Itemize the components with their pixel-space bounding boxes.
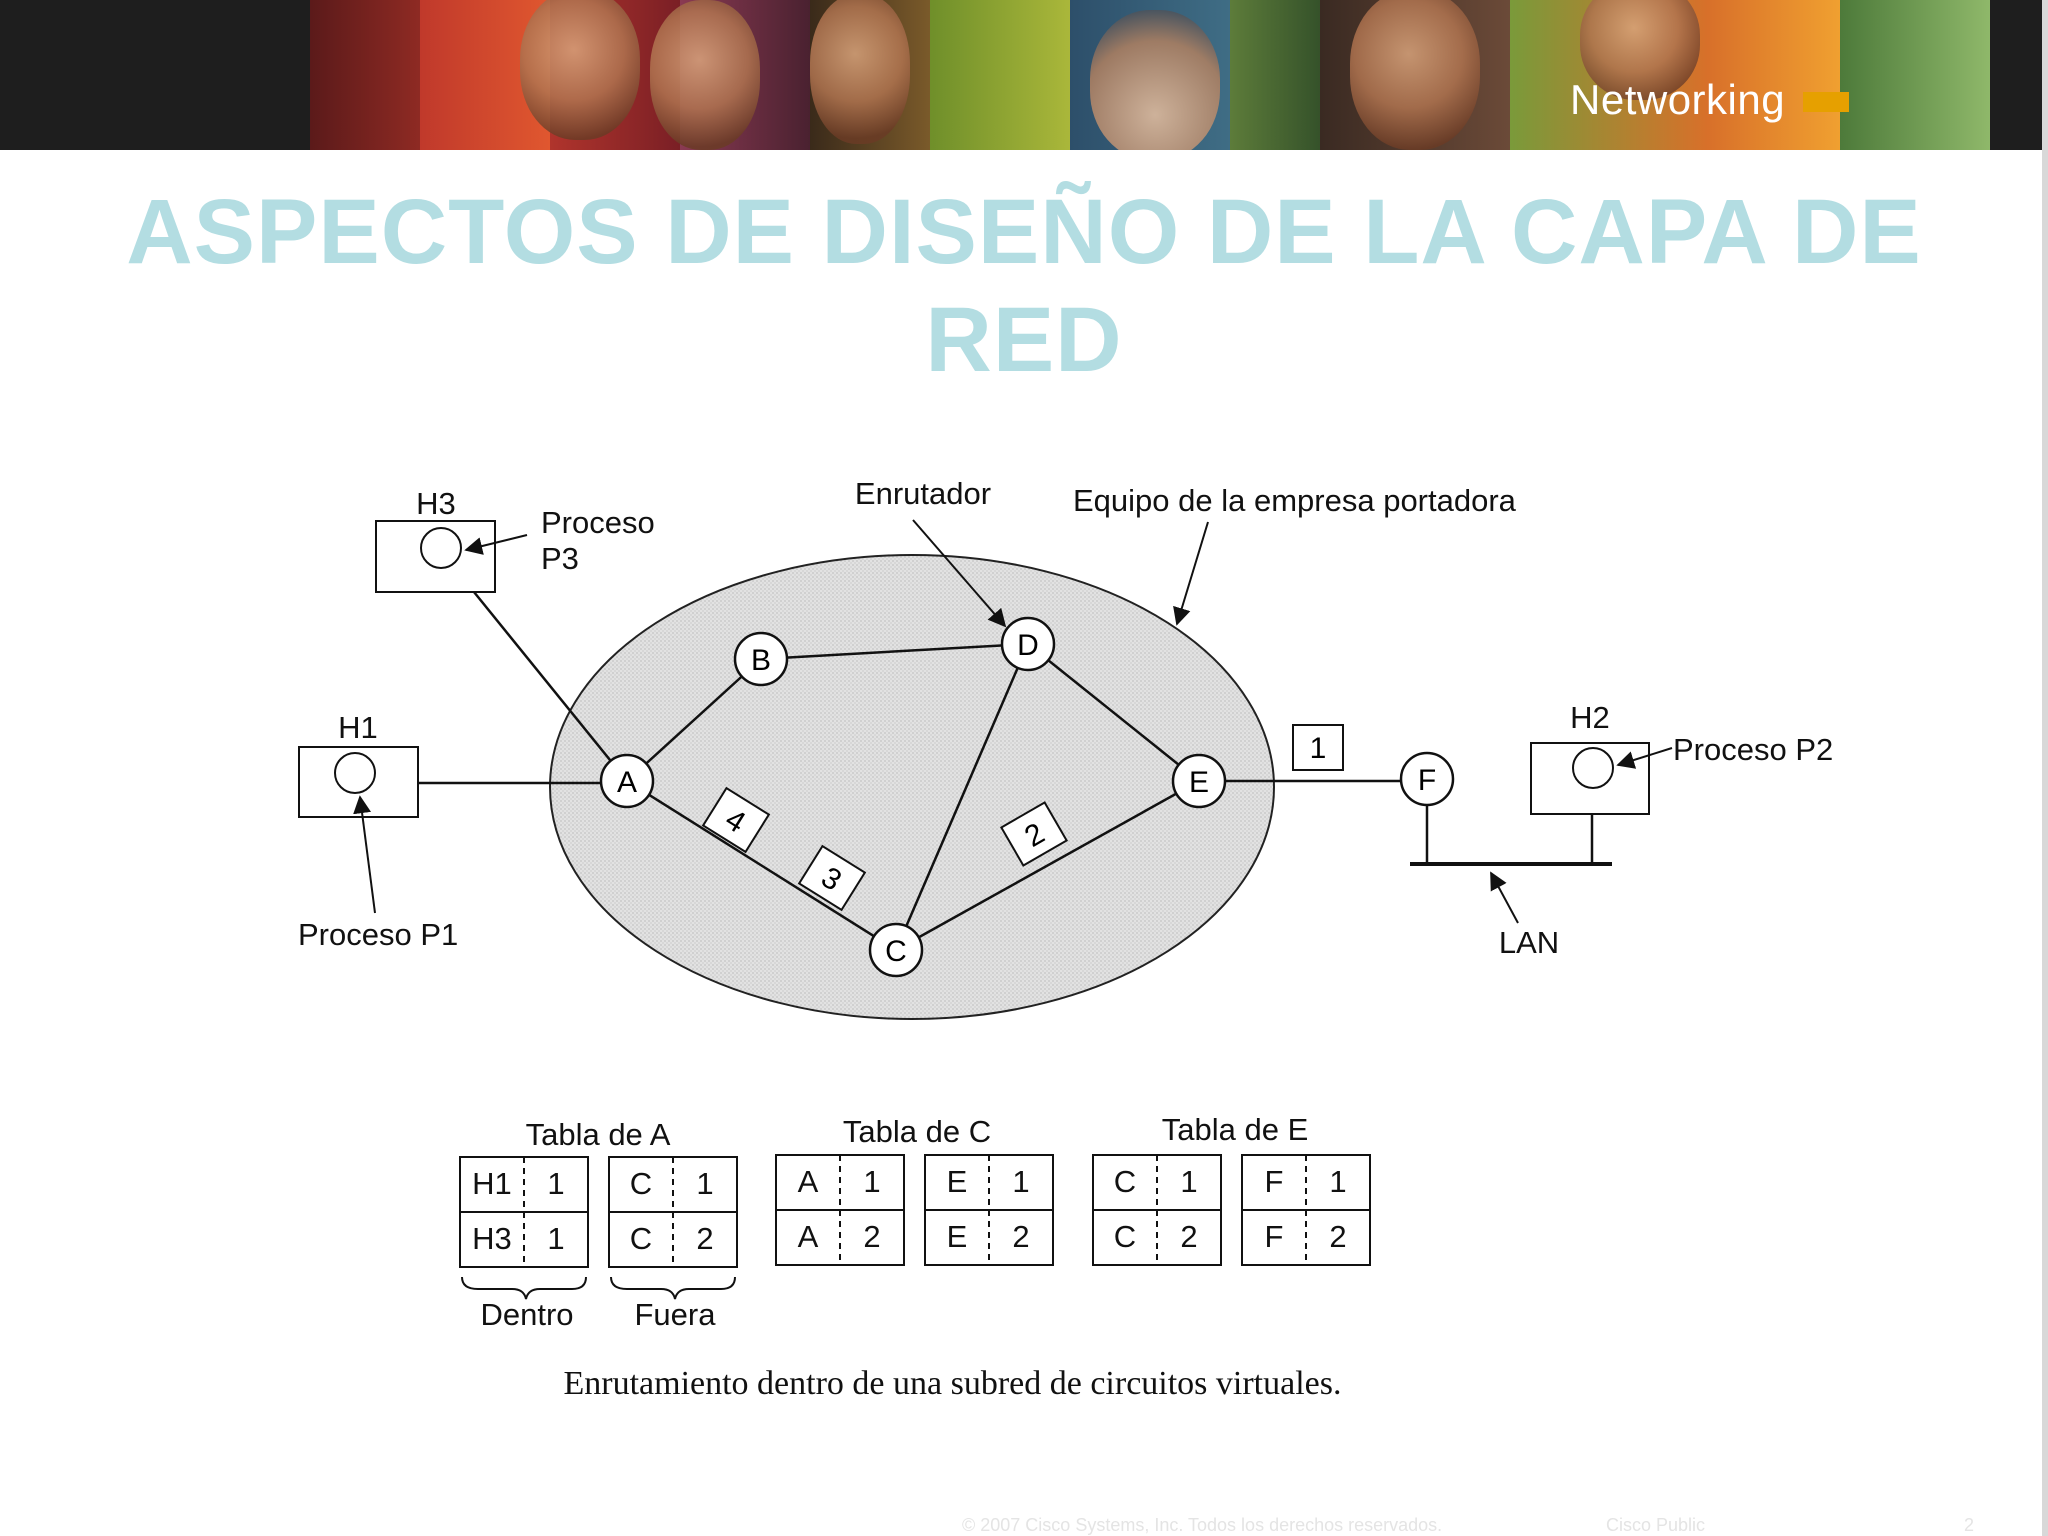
process-icon [335,753,375,793]
router-d: D [1002,618,1054,670]
svg-text:1: 1 [1310,732,1327,765]
table-cell: A [798,1164,819,1199]
table-cell: 2 [863,1219,880,1254]
proceso-p1-label: Proceso P1 [298,917,458,952]
host-h3-label: H3 [416,486,456,521]
routing-tables: Tabla de A H1 1 H3 1 C 1 C 2 Dentro Fuer… [460,1112,1370,1332]
svg-text:A: A [617,766,637,799]
table-e: Tabla de E C 1 C 2 F 1 F 2 [1093,1112,1370,1265]
table-title: Tabla de C [843,1114,991,1149]
table-cell: C [1114,1219,1136,1254]
packet-1: 1 [1293,725,1343,770]
table-cell: E [947,1219,968,1254]
router-c: C [870,924,922,976]
figure-caption: Enrutamiento dentro de una subred de cir… [0,1365,1905,1403]
footer-classification: Cisco Public [1606,1515,1705,1536]
table-cell: 1 [863,1164,880,1199]
table-cell: 2 [696,1221,713,1256]
svg-text:D: D [1017,629,1039,662]
table-cell: 1 [547,1221,564,1256]
table-cell: H3 [472,1221,512,1256]
host-h2 [1531,743,1649,814]
brace-fuera-label: Fuera [635,1297,717,1332]
equipo-label: Equipo de la empresa portadora [1073,483,1517,518]
table-title: Tabla de E [1162,1112,1309,1147]
router-b: B [735,633,787,685]
table-cell: F [1265,1164,1284,1199]
router-a: A [601,755,653,807]
table-cell: 2 [1329,1219,1346,1254]
host-h1-label: H1 [338,710,378,745]
table-cell: F [1265,1219,1284,1254]
enrutador-label: Enrutador [855,476,991,511]
table-cell: 2 [1180,1219,1197,1254]
process-icon [1573,748,1613,788]
footer-copyright: © 2007 Cisco Systems, Inc. Todos los der… [962,1515,1442,1536]
table-cell: C [630,1221,652,1256]
table-cell: E [947,1164,968,1199]
process-icon [421,528,461,568]
brace-fuera [611,1277,735,1299]
table-cell: 1 [547,1166,564,1201]
brace-dentro [462,1277,586,1299]
host-h1 [299,747,418,817]
table-a: Tabla de A H1 1 H3 1 C 1 C 2 Dentro Fuer… [460,1117,737,1332]
table-cell: 1 [1180,1164,1197,1199]
table-c: Tabla de C A 1 A 2 E 1 E 2 [776,1114,1053,1265]
brace-dentro-label: Dentro [480,1297,573,1332]
svg-text:C: C [885,935,907,968]
svg-text:E: E [1189,766,1209,799]
table-cell: C [630,1166,652,1201]
router-f: F [1401,753,1453,805]
table-cell: 1 [1012,1164,1029,1199]
table-cell: 1 [1329,1164,1346,1199]
svg-text:F: F [1418,764,1436,797]
footer-page-number: 2 [1964,1515,1974,1536]
proceso-p2-label: Proceso P2 [1673,732,1833,767]
proceso-p3-label-line2: P3 [541,541,579,576]
host-h3 [376,521,495,592]
table-title: Tabla de A [526,1117,671,1152]
table-cell: A [798,1219,819,1254]
arrow-lan [1491,873,1518,923]
table-cell: 2 [1012,1219,1029,1254]
table-cell: C [1114,1164,1136,1199]
router-e: E [1173,755,1225,807]
host-h2-label: H2 [1570,700,1610,735]
arrow-equipo [1177,522,1208,624]
proceso-p3-label: Proceso [541,505,655,540]
lan-label: LAN [1499,925,1559,960]
svg-text:B: B [751,644,771,677]
table-cell: 1 [696,1166,713,1201]
table-cell: H1 [472,1166,512,1201]
